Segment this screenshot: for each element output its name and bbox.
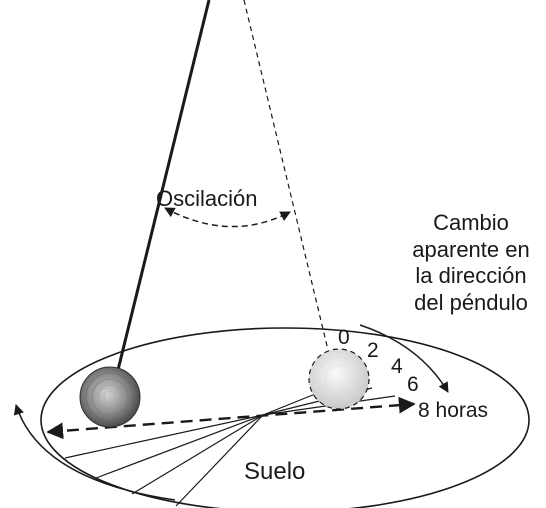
hour-mark-4: 4 — [391, 355, 403, 378]
direction-change-label: Cambio aparente en la dirección del pénd… — [398, 210, 544, 316]
hour-mark-0: 0 — [338, 326, 350, 349]
direction-change-line-4: del péndulo — [414, 289, 528, 315]
direction-change-arrow — [359, 324, 449, 393]
floor-ellipse — [40, 327, 530, 508]
floor-label: Suelo — [244, 458, 306, 485]
oscillation-label: Oscilación — [156, 186, 258, 211]
direction-change-line-3: la dirección — [415, 263, 527, 288]
direction-change-line-1: Cambio — [433, 210, 509, 235]
direction-change-line-2: aparente en — [412, 236, 530, 262]
oscillation-arc — [164, 207, 291, 228]
pendulum-string — [115, 0, 211, 375]
hour-mark-8: 8 horas — [418, 399, 489, 422]
pendulum-string-dashed — [243, 0, 329, 351]
pendulum-bob — [79, 366, 141, 428]
hour-mark-2: 2 — [367, 339, 379, 362]
pendulum-bob-ghost — [308, 348, 370, 410]
floor-rotation-arrow — [13, 404, 176, 501]
hour-mark-6: 6 — [407, 373, 419, 396]
